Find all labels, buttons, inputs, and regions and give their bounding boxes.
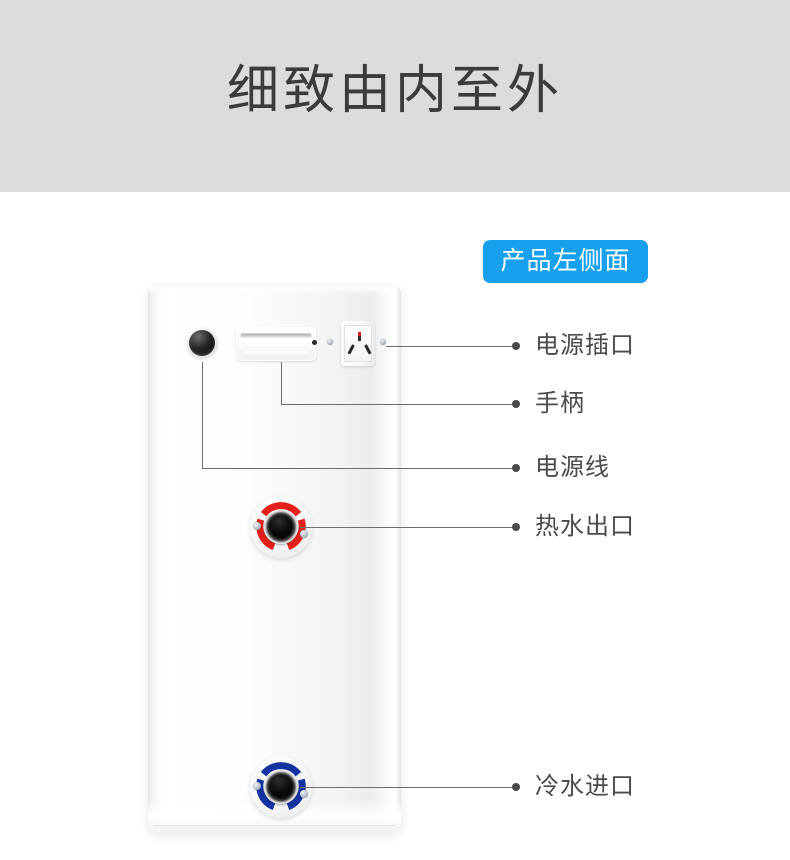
leader-line-power-cord-vertical (202, 362, 203, 469)
socket-left-slot (347, 344, 355, 355)
leader-line-handle-vertical (281, 362, 282, 405)
leader-line-hot-water (300, 527, 516, 528)
product-panel (148, 287, 401, 833)
handle-component (236, 327, 316, 361)
power-socket-component (341, 321, 375, 366)
page-title: 细致由内至外 (226, 62, 563, 120)
socket-screw-right (380, 339, 386, 345)
leader-line-power-socket (386, 346, 516, 347)
cold-port-screw-1 (253, 782, 261, 790)
handle-slot (240, 333, 312, 355)
socket-indicator-dot (312, 340, 317, 345)
panel-top-sheen (148, 287, 401, 294)
callout-label-power-cord: 电源线 (535, 454, 610, 481)
handle-shadow (241, 334, 311, 337)
view-badge: 产品左侧面 (483, 240, 648, 283)
hot-port-screw-1 (253, 522, 261, 530)
bullet-cold-water (512, 783, 520, 791)
socket-earth-slot (358, 332, 361, 341)
panel-bottom-line (153, 825, 396, 826)
cold-port-screw-2 (300, 790, 308, 798)
power-cord-grommet-icon (186, 327, 218, 359)
hot-port-screw-2 (300, 530, 308, 538)
callout-label-cold-water: 冷水进口 (535, 773, 635, 800)
callout-label-handle: 手柄 (535, 390, 585, 417)
hot-port-hub (264, 510, 298, 544)
socket-right-slot (364, 344, 372, 355)
bullet-handle (512, 400, 520, 408)
cold-port-hub (264, 770, 298, 804)
leader-line-power-cord-horizontal (202, 468, 516, 469)
socket-screw-left (327, 339, 333, 345)
header-band (0, 0, 790, 192)
leader-line-cold-water (300, 787, 516, 788)
bullet-hot-water (512, 523, 520, 531)
handle-lip (243, 351, 309, 357)
panel-right-edge (391, 287, 401, 833)
socket-face (344, 325, 372, 362)
socket-live-marker (358, 332, 361, 336)
callout-label-hot-water: 热水出口 (535, 513, 635, 540)
bullet-power-socket (512, 342, 520, 350)
leader-line-handle-horizontal (281, 404, 516, 405)
hot-water-outlet-port (250, 496, 312, 558)
callout-label-power-socket: 电源插口 (535, 332, 635, 359)
bullet-power-cord (512, 464, 520, 472)
